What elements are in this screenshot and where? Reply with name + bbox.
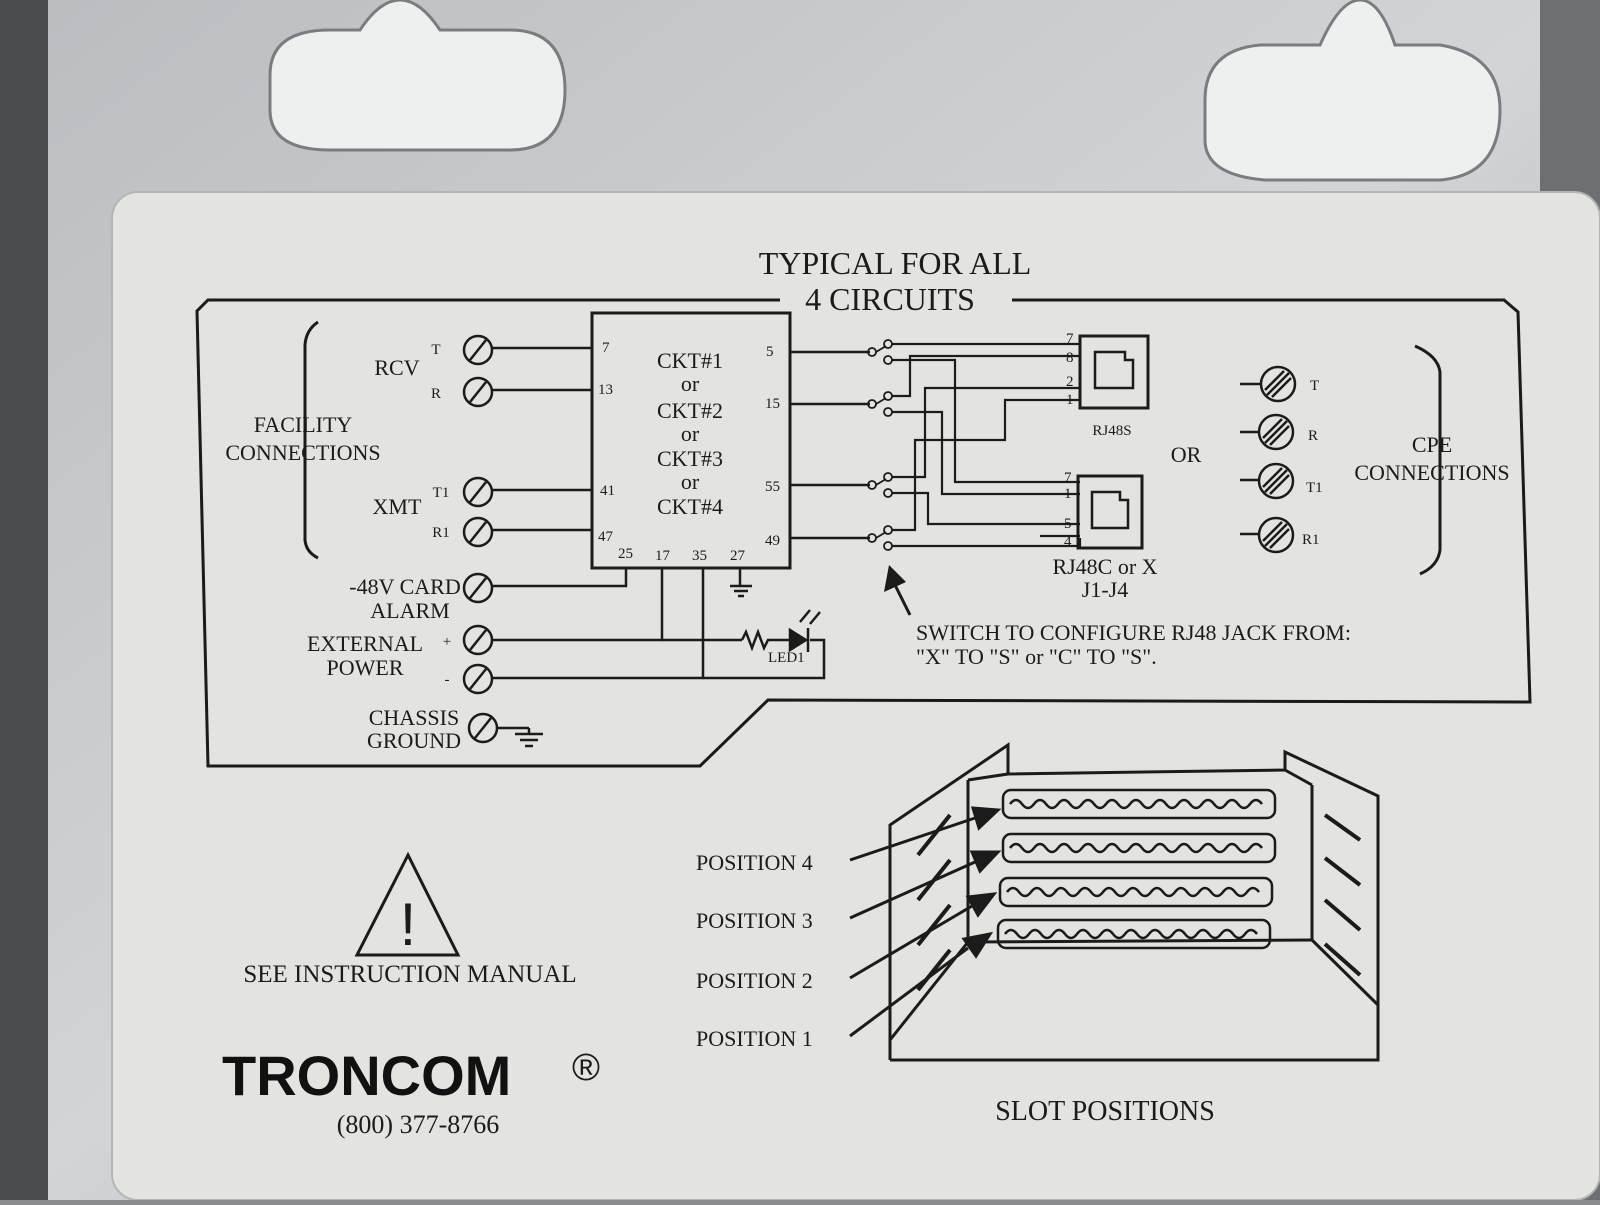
- card-line4: or: [681, 421, 700, 446]
- rj48c-label-line2: J1-J4: [1082, 577, 1128, 602]
- power-minus-label: -: [445, 672, 450, 688]
- rcv-r-label: R: [431, 386, 441, 402]
- position-1-label: POSITION 1: [696, 1026, 813, 1051]
- card-line3: CKT#2: [657, 398, 723, 423]
- cpe-r1-label: R1: [1302, 532, 1320, 548]
- position-arrows: [849, 806, 1002, 1038]
- rj48s-label: RJ48S: [1092, 423, 1131, 439]
- keyhole-slot-right: [1203, 0, 1502, 182]
- cpe-bracket: [1414, 344, 1442, 576]
- rj48c-label-line1: RJ48C or X: [1052, 554, 1157, 579]
- position-4-label: POSITION 4: [696, 850, 813, 875]
- switch-note-line2: "X" TO "S" or "C" TO "S".: [916, 644, 1157, 669]
- chassis-label-line2: GROUND: [367, 728, 461, 753]
- card-line5: CKT#3: [657, 446, 723, 471]
- pin-55: 55: [765, 479, 780, 495]
- chassis-label-line1: CHASSIS: [369, 705, 459, 730]
- left-wires: [492, 346, 826, 680]
- position-2-label: POSITION 2: [696, 968, 813, 993]
- jack-wires: [892, 342, 1082, 548]
- circuit-card-box: [590, 311, 792, 570]
- pin-47: 47: [598, 529, 614, 545]
- pin-27: 27: [730, 548, 746, 564]
- xmt-r1-label: R1: [432, 525, 450, 541]
- rj48c-pin-7: 7: [1064, 470, 1072, 486]
- facility-label-line1: FACILITY: [254, 412, 353, 437]
- brand-registered-mark: ®: [572, 1047, 600, 1089]
- pin-25: 25: [618, 546, 633, 562]
- pin-13: 13: [598, 382, 613, 398]
- cpe-label-line2: CONNECTIONS: [1354, 460, 1509, 485]
- xmt-label: XMT: [373, 494, 422, 519]
- rj48c-jack-icon: [1076, 474, 1144, 550]
- card-cage-drawing: [888, 742, 1380, 1062]
- switch-note-line1: SWITCH TO CONFIGURE RJ48 JACK FROM:: [916, 620, 1351, 645]
- cpe-t-label: T: [1310, 378, 1319, 394]
- position-3-label: POSITION 3: [696, 908, 813, 933]
- warning-icon: [354, 851, 461, 957]
- pin-5: 5: [766, 344, 774, 360]
- rj48s-jack-icon: [1078, 334, 1150, 410]
- warning-exclamation: !: [400, 891, 417, 958]
- cpe-leads: [1240, 382, 1260, 536]
- keyhole-slot-left: [268, 0, 567, 152]
- rj48s-pin-2: 2: [1066, 374, 1074, 390]
- power-label-line2: POWER: [327, 655, 404, 680]
- or-label: OR: [1171, 442, 1202, 467]
- cage-guides: [916, 813, 1362, 992]
- brand-logo: TRONCOM: [222, 1044, 511, 1107]
- title-line1: TYPICAL FOR ALL: [759, 245, 1032, 281]
- facility-bracket: [303, 320, 319, 560]
- rcv-t-label: T: [431, 342, 440, 358]
- led-label: LED1: [768, 650, 805, 666]
- power-label-line1: EXTERNAL: [307, 631, 423, 656]
- rj48c-pin-4: 4: [1064, 534, 1072, 550]
- card-slots: [996, 788, 1277, 950]
- rj48c-port-icon: [1090, 490, 1130, 530]
- facility-label-line2: CONNECTIONS: [225, 440, 380, 465]
- warning-text: SEE INSTRUCTION MANUAL: [243, 961, 576, 988]
- cpe-r-label: R: [1308, 428, 1318, 444]
- pin-41: 41: [600, 483, 615, 499]
- alarm-label-line1: -48V CARD: [349, 574, 460, 599]
- card-line6: or: [681, 469, 700, 494]
- power-plus-label: +: [443, 634, 451, 650]
- rj48c-pin-5: 5: [1064, 516, 1072, 532]
- plate-edge-left: [0, 0, 48, 1200]
- card-line1: CKT#1: [657, 348, 723, 373]
- pin-49: 49: [765, 533, 780, 549]
- rj48s-pin-1: 1: [1066, 392, 1074, 408]
- switch-arrow-icon: [884, 565, 912, 616]
- rj48s-pin-8: 8: [1066, 350, 1074, 366]
- rj48c-pin-1: 1: [1064, 486, 1072, 502]
- right-wires: [790, 350, 870, 540]
- pin-35: 35: [692, 548, 707, 564]
- rj48s-port-icon: [1093, 350, 1135, 390]
- card-line2: or: [681, 371, 700, 396]
- rcv-label: RCV: [374, 355, 419, 380]
- alarm-label-line2: ALARM: [370, 598, 449, 623]
- slot-positions-title: SLOT POSITIONS: [995, 1096, 1215, 1127]
- pin-7: 7: [602, 340, 610, 356]
- led-resistor-icon: [740, 609, 821, 653]
- pin-17: 17: [655, 548, 671, 564]
- title-line2: 4 CIRCUITS: [805, 281, 975, 317]
- cpe-t1-label: T1: [1306, 480, 1323, 496]
- cpe-label-line1: CPE: [1412, 432, 1452, 457]
- card-line7: CKT#4: [657, 494, 723, 519]
- xmt-t1-label: T1: [433, 485, 450, 501]
- pin-15: 15: [765, 396, 780, 412]
- brand-phone: (800) 377-8766: [337, 1110, 499, 1139]
- diagram-border: [195, 298, 1532, 768]
- chassis-ground-icon: [497, 726, 543, 748]
- rj48s-pin-7: 7: [1066, 331, 1074, 347]
